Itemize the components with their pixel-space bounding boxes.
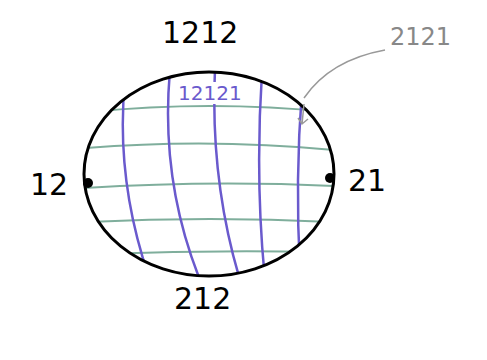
- green-line: [90, 106, 330, 112]
- bottom-label: 212: [172, 282, 233, 315]
- sphere-outline: [84, 72, 334, 276]
- callout-label: 2121: [388, 24, 453, 50]
- pole-dot: [83, 178, 93, 188]
- purple-line: [259, 72, 265, 280]
- inner-label: 12121: [176, 82, 244, 104]
- leader-arrow: [298, 104, 308, 124]
- top-label: 1212: [160, 16, 240, 49]
- pole-dot: [325, 173, 335, 183]
- right-label: 21: [346, 164, 388, 197]
- leader-line: [304, 50, 385, 98]
- vertical-lines: [123, 70, 302, 280]
- grid-lines: [84, 70, 336, 280]
- green-line: [88, 219, 332, 222]
- left-label: 12: [28, 168, 70, 201]
